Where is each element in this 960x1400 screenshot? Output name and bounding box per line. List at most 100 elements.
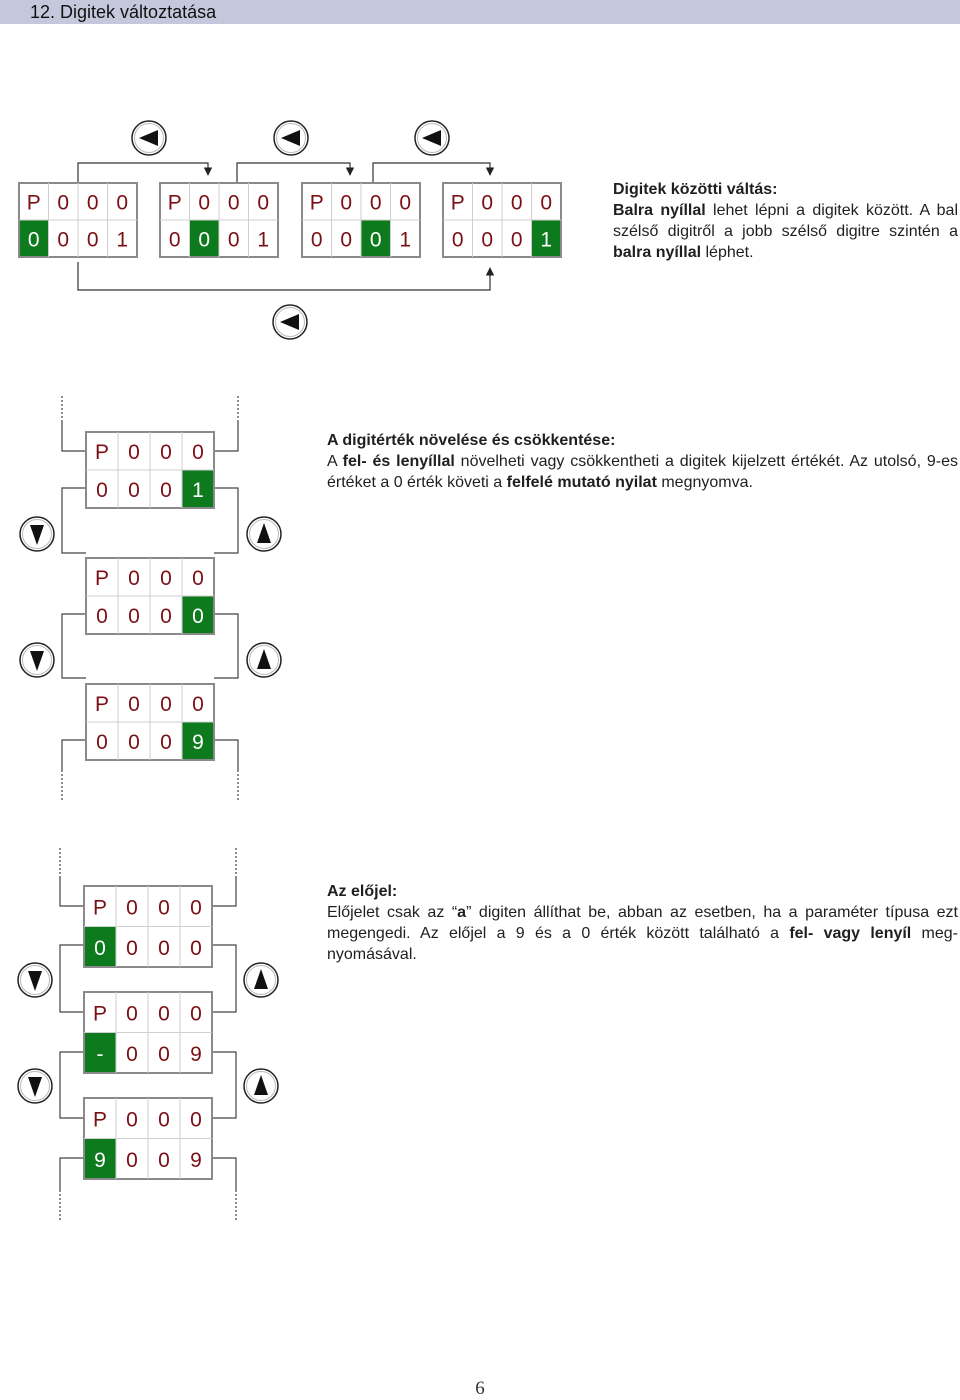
digit-text: 0 (160, 731, 172, 754)
digit-text: 0 (128, 441, 140, 464)
digit-text: 0 (257, 192, 269, 215)
digit-text: 0 (128, 731, 140, 754)
digit-text: 0 (126, 1149, 138, 1172)
digit-text: P (27, 192, 41, 215)
section3-heading: Az előjel: (327, 883, 398, 900)
bold-term: a (457, 904, 467, 921)
digit-text: P (310, 192, 324, 215)
left-arrow-button-icon[interactable] (273, 120, 309, 156)
digit-text: 0 (511, 229, 523, 252)
digit-text: 0 (96, 731, 108, 754)
digit-text: 0 (94, 937, 106, 960)
digit-text: 1 (540, 229, 552, 252)
digit-text: 0 (198, 229, 210, 252)
active-digit-highlight (19, 220, 49, 257)
digit-text: 0 (228, 192, 240, 215)
digit-text: 0 (57, 192, 69, 215)
down-arrow-button-icon[interactable] (17, 1068, 53, 1104)
digit-text: P (451, 192, 465, 215)
page-number: 6 (475, 1378, 485, 1399)
digit-text: 0 (126, 1002, 138, 1025)
down-arrow-button-icon[interactable] (19, 642, 55, 678)
digit-text: 0 (28, 229, 40, 252)
digit-text: 0 (190, 1002, 202, 1025)
digit-text: P (95, 693, 109, 716)
digit-text: 0 (192, 441, 204, 464)
digit-text: 0 (190, 1108, 202, 1131)
digit-text: 0 (126, 1108, 138, 1131)
digit-text: 1 (192, 479, 204, 502)
paragraph-text: lehet lépni a digitek között. A bal szél… (613, 202, 958, 240)
left-arrow-button-icon[interactable] (414, 120, 450, 156)
paragraph-text: megnyomva. (656, 474, 753, 491)
active-digit-highlight (189, 220, 219, 257)
down-arrow-button-icon[interactable] (17, 962, 53, 998)
up-arrow-button-icon[interactable] (243, 1068, 279, 1104)
digit-text: P (95, 567, 109, 590)
digit-text: 0 (160, 479, 172, 502)
paragraph-text: meg-nyomásával. (327, 925, 959, 963)
section2-heading: A digitérték növelése és csökkentése: (327, 432, 616, 449)
digit-text: 0 (128, 479, 140, 502)
up-arrow-button-icon[interactable] (243, 962, 279, 998)
digit-text: 0 (87, 229, 99, 252)
digit-text: P (168, 192, 182, 215)
digit-text: 9 (190, 1149, 202, 1172)
active-digit-highlight (531, 220, 561, 257)
left-arrow-button-icon[interactable] (131, 120, 167, 156)
section-header: 12. Digitek változtatása (0, 0, 960, 24)
section1-connectors (77, 162, 495, 291)
digit-text: 1 (257, 229, 269, 252)
active-digit-highlight (182, 470, 214, 508)
digit-text: 0 (158, 1002, 170, 1025)
digit-text: 0 (128, 567, 140, 590)
digit-text: 0 (192, 567, 204, 590)
digit-text: 0 (96, 605, 108, 628)
paragraph-text: ” digiten állíthat be, abban az esetben,… (327, 904, 959, 942)
digit-text: 0 (540, 192, 552, 215)
digit-text: 0 (169, 229, 181, 252)
digit-text: P (93, 1108, 107, 1131)
digit-text: 0 (340, 229, 352, 252)
up-arrow-button-icon[interactable] (246, 642, 282, 678)
digit-text: 0 (160, 605, 172, 628)
digit-text: 0 (158, 1108, 170, 1131)
digit-text: 0 (158, 896, 170, 919)
digit-text: P (93, 896, 107, 919)
digit-text: 0 (399, 192, 411, 215)
digit-text: 0 (190, 896, 202, 919)
digit-text: 0 (158, 1149, 170, 1172)
up-arrow-button-icon[interactable] (246, 516, 282, 552)
digit-text: P (93, 1002, 107, 1025)
active-digit-highlight (182, 596, 214, 634)
down-arrow-button-icon[interactable] (19, 516, 55, 552)
digit-text: 0 (87, 192, 99, 215)
arrow-buttons (17, 120, 450, 1104)
digit-text: 0 (311, 229, 323, 252)
digit-text: 0 (160, 567, 172, 590)
digit-text: 0 (340, 192, 352, 215)
digit-text: 0 (198, 192, 210, 215)
digit-text: 0 (128, 605, 140, 628)
bold-term: Balra nyíllal (613, 202, 706, 219)
digit-text: 0 (370, 229, 382, 252)
digit-text: 0 (370, 192, 382, 215)
digit-text: 0 (192, 605, 204, 628)
bold-term: fel- vagy lenyíl (789, 925, 912, 942)
paragraph-text: léphet. (701, 244, 754, 261)
section1-heading: Digitek közötti váltás: (613, 181, 778, 198)
digit-text: 0 (96, 479, 108, 502)
digit-text: 9 (94, 1149, 106, 1172)
digit-text: 0 (158, 1043, 170, 1066)
bold-term: balra nyíllal (613, 244, 702, 261)
digit-text: P (95, 441, 109, 464)
paragraph-text: Előjelet csak az “ (327, 904, 458, 921)
left-arrow-button-icon[interactable] (272, 304, 308, 340)
